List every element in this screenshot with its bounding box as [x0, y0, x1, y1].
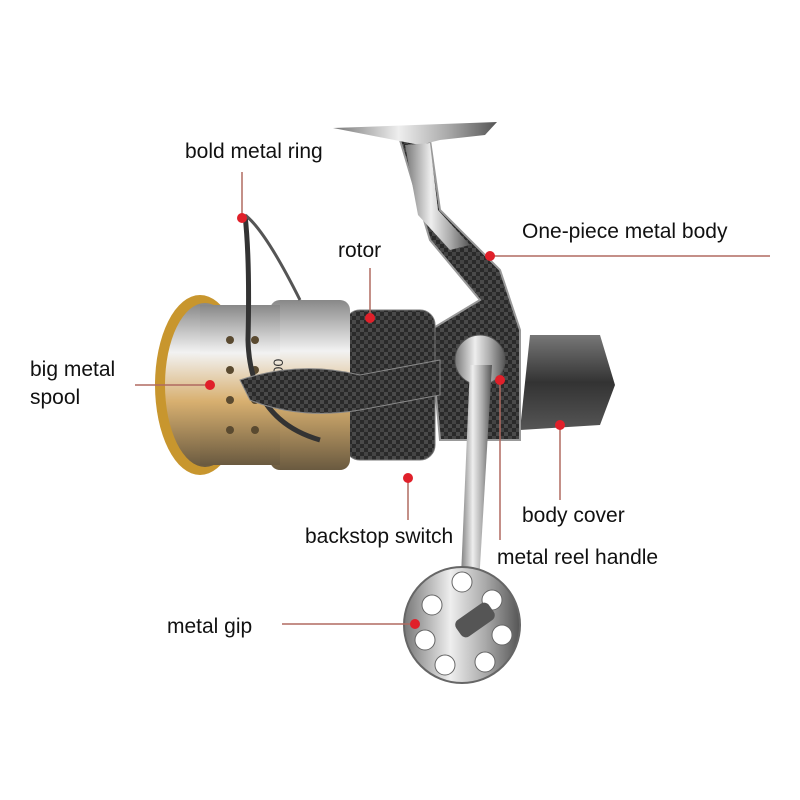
- leader-lines: [135, 172, 770, 625]
- label-rotor: rotor: [338, 239, 382, 262]
- label-big-metal-spool-1: big metal: [30, 358, 116, 381]
- label-body-cover: body cover: [522, 504, 625, 527]
- label-bold-metal-ring: bold metal ring: [185, 140, 323, 163]
- bold-metal-ring: [242, 214, 321, 443]
- rod-foot: [333, 122, 497, 145]
- label-one-piece-metal-body: One-piece metal body: [522, 220, 728, 243]
- label-backstop-switch: backstop switch: [305, 525, 454, 548]
- marker-dots: [205, 213, 565, 629]
- body-cover: [520, 335, 615, 430]
- label-big-metal-spool-2: spool: [30, 386, 81, 409]
- label-metal-grip: metal gip: [167, 615, 253, 638]
- metal-reel-handle: [460, 365, 492, 600]
- metal-grip: [403, 566, 521, 684]
- label-metal-reel-handle: metal reel handle: [497, 546, 659, 569]
